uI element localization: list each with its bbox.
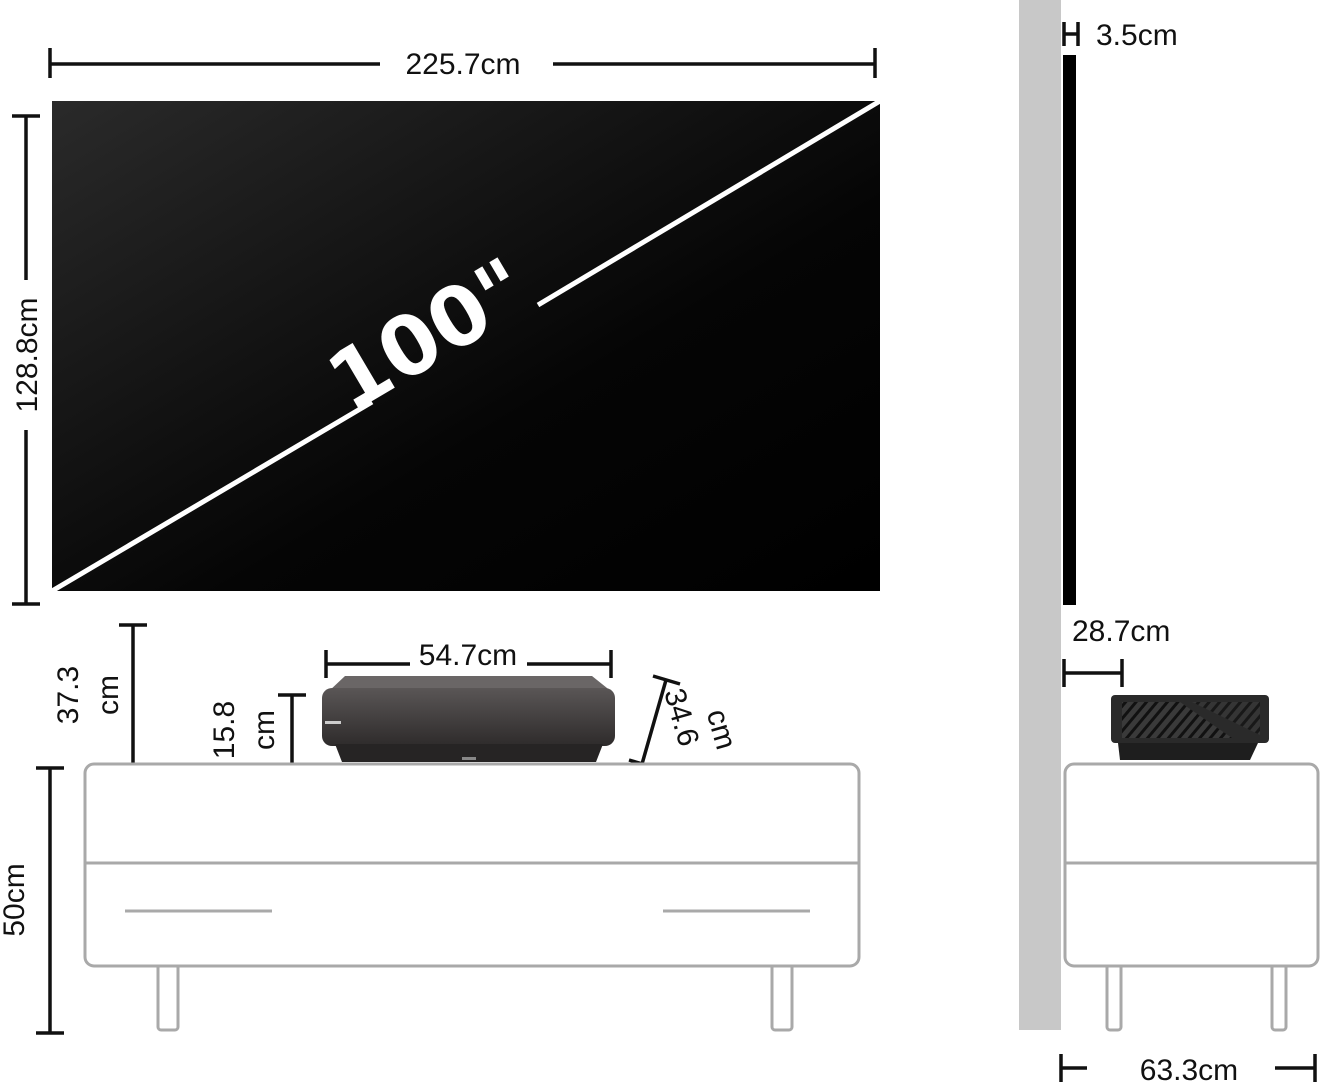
screen-side [1063,55,1076,605]
tv-cabinet-front [83,762,861,1032]
projector-width-label: 54.7cm [419,639,517,672]
projector-width-dimension: 54.7cm [324,639,613,678]
side-view: 3.5cm 28.7cm 63.3cm [1019,0,1320,1083]
projector-side [1111,695,1269,760]
cabinet-depth-label: 63.3cm [1140,1054,1238,1083]
cabinet-height-label: 50cm [0,863,31,936]
wall [1019,0,1061,1030]
screen-height-dimension: 128.8cm [11,114,44,606]
screen-thickness-label: 3.5cm [1096,19,1178,52]
projector-front [322,676,615,762]
throw-height-label: 37.3 [52,666,85,724]
throw-height-dimension: 37.3 cm [52,623,147,767]
projector-depth-label: 34.6 [657,685,705,750]
projector-depth-unit: cm [700,706,743,754]
screen-width-label: 225.7cm [405,48,520,81]
cabinet-height-dimension: 50cm [0,766,64,1035]
screen-front: 100" [50,98,882,594]
projector-height-label: 15.8 [208,701,241,759]
projector-height-unit: cm [248,710,281,750]
throw-height-unit: cm [92,675,125,715]
projector-depth-dimension: 34.6 cm [628,674,743,770]
screen-height-label: 128.8cm [11,297,44,412]
screen-width-dimension: 225.7cm [48,48,877,81]
wall-distance-label: 28.7cm [1072,615,1170,648]
projector-height-dimension: 15.8 cm [208,693,306,767]
